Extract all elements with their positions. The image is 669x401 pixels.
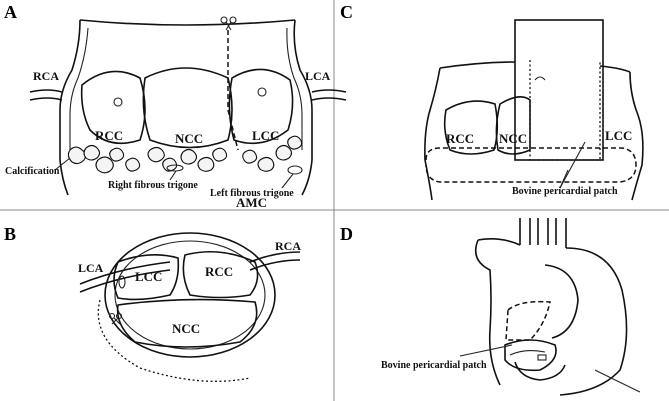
b-lca-label: LCA xyxy=(78,261,104,275)
right-fibrous-trigone-mark xyxy=(166,164,184,172)
annulus-outer xyxy=(104,232,276,358)
d-lower-curve xyxy=(514,361,566,381)
d-aorta-arch xyxy=(544,264,579,339)
aorta-left-wall xyxy=(59,19,81,196)
c-ncc-label: NCC xyxy=(499,131,527,146)
panel-a-letter: A xyxy=(4,2,17,22)
lca-vessel-lower xyxy=(79,269,171,293)
left-fibrous-trigone-mark xyxy=(287,165,303,175)
scissors-icon xyxy=(220,16,237,31)
c-aorta-top-left xyxy=(439,61,516,69)
c-ostium-mark xyxy=(534,76,546,81)
right-trigone-pointer xyxy=(169,170,177,181)
c-rcc-sinus xyxy=(443,100,499,155)
calcification-pointer xyxy=(54,157,71,171)
aorta-left-inner xyxy=(69,27,89,150)
d-vessel-left xyxy=(477,238,521,246)
b-lcc-label: LCC xyxy=(135,269,162,284)
c-patch-base xyxy=(425,147,637,183)
rcc-sinus xyxy=(80,70,146,145)
lca-label: LCA xyxy=(305,69,331,83)
d-heart-left xyxy=(474,239,501,386)
panel-c: C RCC NCC LCC Bovine pericardial patch xyxy=(340,2,644,201)
b-lcc-cusp xyxy=(113,254,180,301)
d-patch-pointer xyxy=(459,344,513,357)
d-heart-right xyxy=(559,247,628,396)
d-branch-2 xyxy=(537,218,549,245)
c-patch-pointer-1 xyxy=(559,141,586,189)
b-ncc-label: NCC xyxy=(172,321,200,336)
ncc-sinus xyxy=(142,67,233,149)
b-ncc-cusp xyxy=(116,298,258,348)
rcc-label: RCC xyxy=(95,128,123,143)
lca-vessel-bottom xyxy=(311,97,347,101)
panel-d: D Bovine pericardial patch xyxy=(340,218,641,396)
d-branch-3 xyxy=(555,218,567,248)
d-vessel-exit xyxy=(594,369,641,393)
left-trigone-pointer xyxy=(281,173,294,189)
rca-label: RCA xyxy=(33,69,59,83)
b-lca-ostium xyxy=(118,275,126,289)
c-aorta-top-right xyxy=(599,65,631,73)
b-incision-path xyxy=(97,299,251,382)
scissors-icon xyxy=(108,312,123,325)
d-valve-mark xyxy=(537,354,547,361)
c-lcc-label: LCC xyxy=(605,128,632,143)
aorta-right-inner xyxy=(286,27,303,150)
aorta-top-edge xyxy=(79,19,296,26)
lca-ostium xyxy=(257,87,267,97)
panel-c-letter: C xyxy=(340,2,353,22)
b-rcc-label: RCC xyxy=(205,264,233,279)
rca-vessel-upper xyxy=(249,251,301,263)
c-patch-label: Bovine pericardial patch xyxy=(512,186,618,197)
b-rca-label: RCA xyxy=(275,239,301,253)
lcc-label: LCC xyxy=(252,128,279,143)
rca-vessel-top xyxy=(29,89,63,93)
c-rcc-label: RCC xyxy=(446,131,474,146)
calcification-label: Calcification xyxy=(5,166,60,177)
incision-line xyxy=(227,30,239,151)
panel-b: B LCA RCA LCC RCC NCC xyxy=(4,224,301,382)
lcc-sinus xyxy=(228,68,294,145)
rca-vessel-lower xyxy=(249,259,301,271)
panel-b-letter: B xyxy=(4,224,16,244)
calcification-deposits xyxy=(67,135,303,174)
left-trigone-label: Left fibrous trigone xyxy=(210,188,294,199)
c-patch-pointer-2 xyxy=(559,169,569,189)
aorta-right-wall xyxy=(293,19,313,196)
c-patch-suture-line xyxy=(529,60,601,161)
rca-ostium xyxy=(113,97,123,107)
rca-vessel-bottom xyxy=(29,97,63,101)
amc-label: AMC xyxy=(236,195,267,210)
panel-d-letter: D xyxy=(340,224,353,244)
c-aorta-left-wall xyxy=(424,67,441,201)
annulus-inner xyxy=(114,240,266,350)
d-patch-outline xyxy=(505,300,551,341)
d-valve-line xyxy=(509,349,546,356)
lca-vessel-top xyxy=(311,89,347,93)
ncc-label: NCC xyxy=(175,131,203,146)
d-annulus xyxy=(504,339,557,372)
panel-a: A RCA LCA RCC NCC LCC xyxy=(4,2,347,210)
c-aorta-right-wall xyxy=(629,71,644,201)
right-trigone-label: Right fibrous trigone xyxy=(108,180,198,191)
d-patch-label: Bovine pericardial patch xyxy=(381,360,487,371)
c-patch-strip xyxy=(514,19,604,161)
b-rcc-cusp xyxy=(182,250,259,299)
d-branch-1 xyxy=(519,218,531,245)
